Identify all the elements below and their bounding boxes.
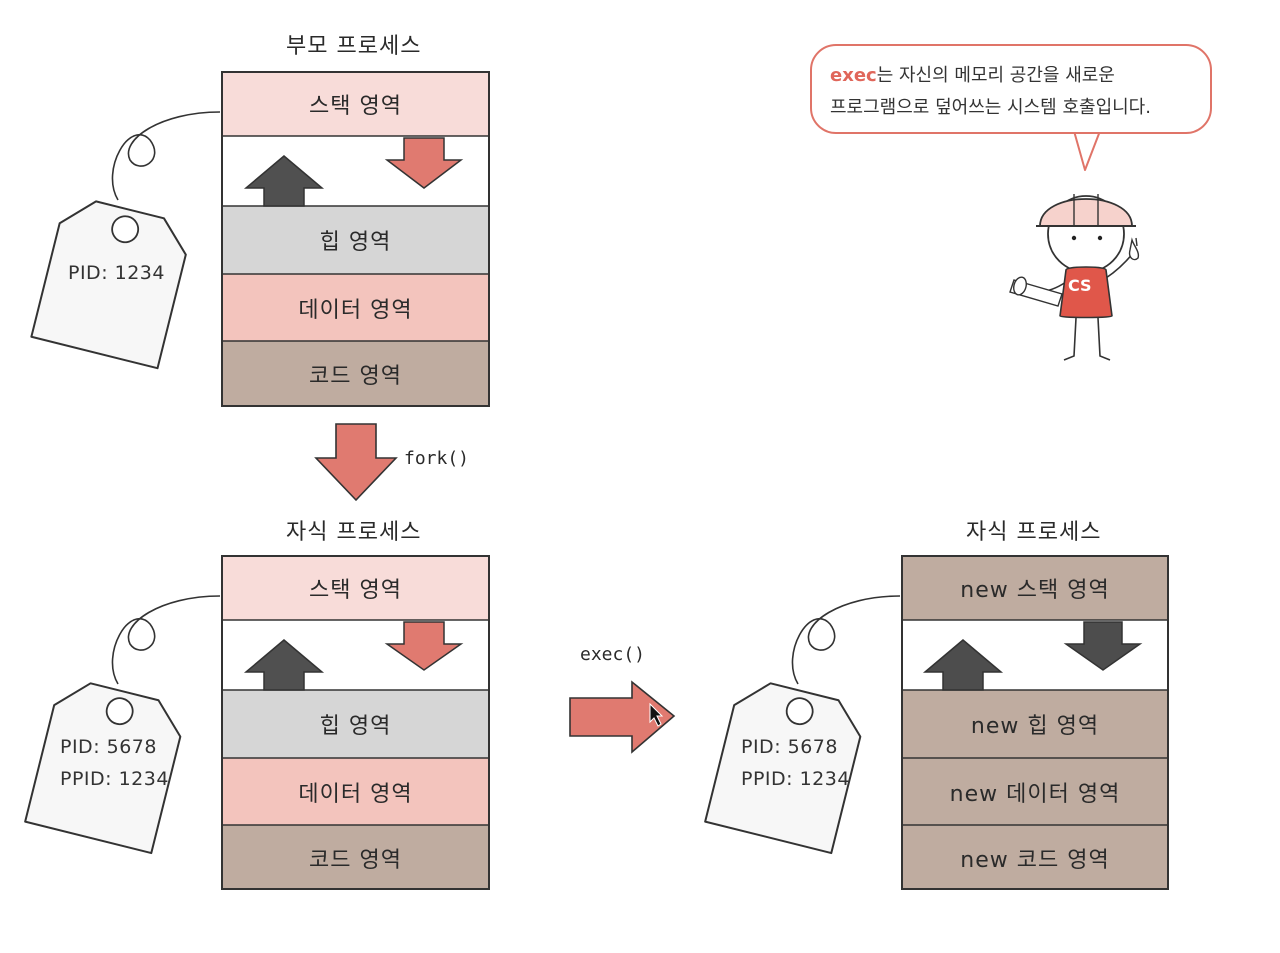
parent-heap-label: 힙 영역	[319, 230, 392, 255]
child-data-label: 데이터 영역	[298, 782, 413, 807]
mascot-badge: CS	[1068, 276, 1092, 295]
parent-heap-segment	[222, 206, 489, 274]
child-code-segment	[222, 825, 489, 889]
child-heap-segment	[222, 690, 489, 758]
exec-call-label: exec()	[580, 644, 646, 665]
parent-data-segment	[222, 274, 489, 341]
child-stack-label: 스택 영역	[309, 578, 402, 603]
new-heap-growth-up-arrow	[922, 639, 1004, 691]
child-free-space	[222, 620, 489, 690]
new-stack-label: new 스택 영역	[960, 578, 1110, 603]
stack-growth-down-arrow	[384, 137, 464, 189]
parent-process-title: 부모 프로세스	[286, 34, 422, 59]
new-code-label: new 코드 영역	[960, 848, 1110, 873]
new-ppid-text: PPID: 1234	[741, 768, 850, 790]
speech-keyword: exec	[830, 65, 877, 86]
speech-bubble-tail	[1073, 130, 1101, 171]
child-pid-text: PID: 5678	[60, 736, 157, 758]
parent-pid-tag	[30, 111, 221, 370]
child-heap-growth-up-arrow	[243, 639, 325, 691]
new-code-segment	[902, 825, 1168, 889]
parent-stack-segment	[222, 72, 489, 136]
child-code-label: 코드 영역	[309, 848, 402, 873]
fork-arrow	[314, 423, 398, 502]
parent-free-space	[222, 136, 489, 206]
mouse-cursor-icon	[649, 702, 664, 727]
speech-line-2: 프로그램으로 덮어쓰는 시스템 호출입니다.	[830, 97, 1151, 118]
child-memory-box	[221, 555, 490, 890]
child-stack-growth-down-arrow	[384, 621, 464, 671]
new-memory-box	[901, 555, 1169, 890]
new-heap-label: new 힙 영역	[970, 714, 1100, 739]
child-heap-label: 힙 영역	[319, 714, 392, 739]
new-free-space	[902, 620, 1168, 690]
new-stack-segment	[902, 556, 1168, 620]
child-stack-segment	[222, 556, 489, 620]
new-stack-growth-down-arrow	[1063, 621, 1143, 671]
fork-call-label: fork()	[404, 448, 470, 469]
parent-pid-text: PID: 1234	[68, 262, 165, 284]
new-pid-text: PID: 5678	[741, 736, 838, 758]
parent-data-label: 데이터 영역	[298, 298, 413, 323]
child-process-title: 자식 프로세스	[286, 520, 422, 545]
child-pid-tag	[24, 595, 221, 855]
child-ppid-text: PPID: 1234	[60, 768, 169, 790]
speech-line-1: exec는 자신의 메모리 공간을 새로운	[830, 60, 1210, 92]
parent-stack-label: 스택 영역	[309, 94, 402, 119]
speech-line-1-rest: 는 자신의 메모리 공간을 새로운	[876, 65, 1115, 86]
heap-growth-up-arrow	[243, 155, 325, 207]
new-heap-segment	[902, 690, 1168, 758]
parent-code-label: 코드 영역	[309, 364, 402, 389]
parent-code-segment	[222, 341, 489, 406]
parent-memory-box	[221, 71, 490, 407]
cs-mascot	[1009, 194, 1140, 361]
new-data-label: new 데이터 영역	[949, 782, 1121, 807]
new-data-segment	[902, 758, 1168, 825]
new-process-title: 자식 프로세스	[966, 520, 1102, 545]
new-pid-tag	[704, 595, 901, 855]
speech-bubble: exec는 자신의 메모리 공간을 새로운 프로그램으로 덮어쓰는 시스템 호출…	[810, 44, 1212, 134]
exec-arrow	[569, 680, 676, 754]
child-data-segment	[222, 758, 489, 825]
